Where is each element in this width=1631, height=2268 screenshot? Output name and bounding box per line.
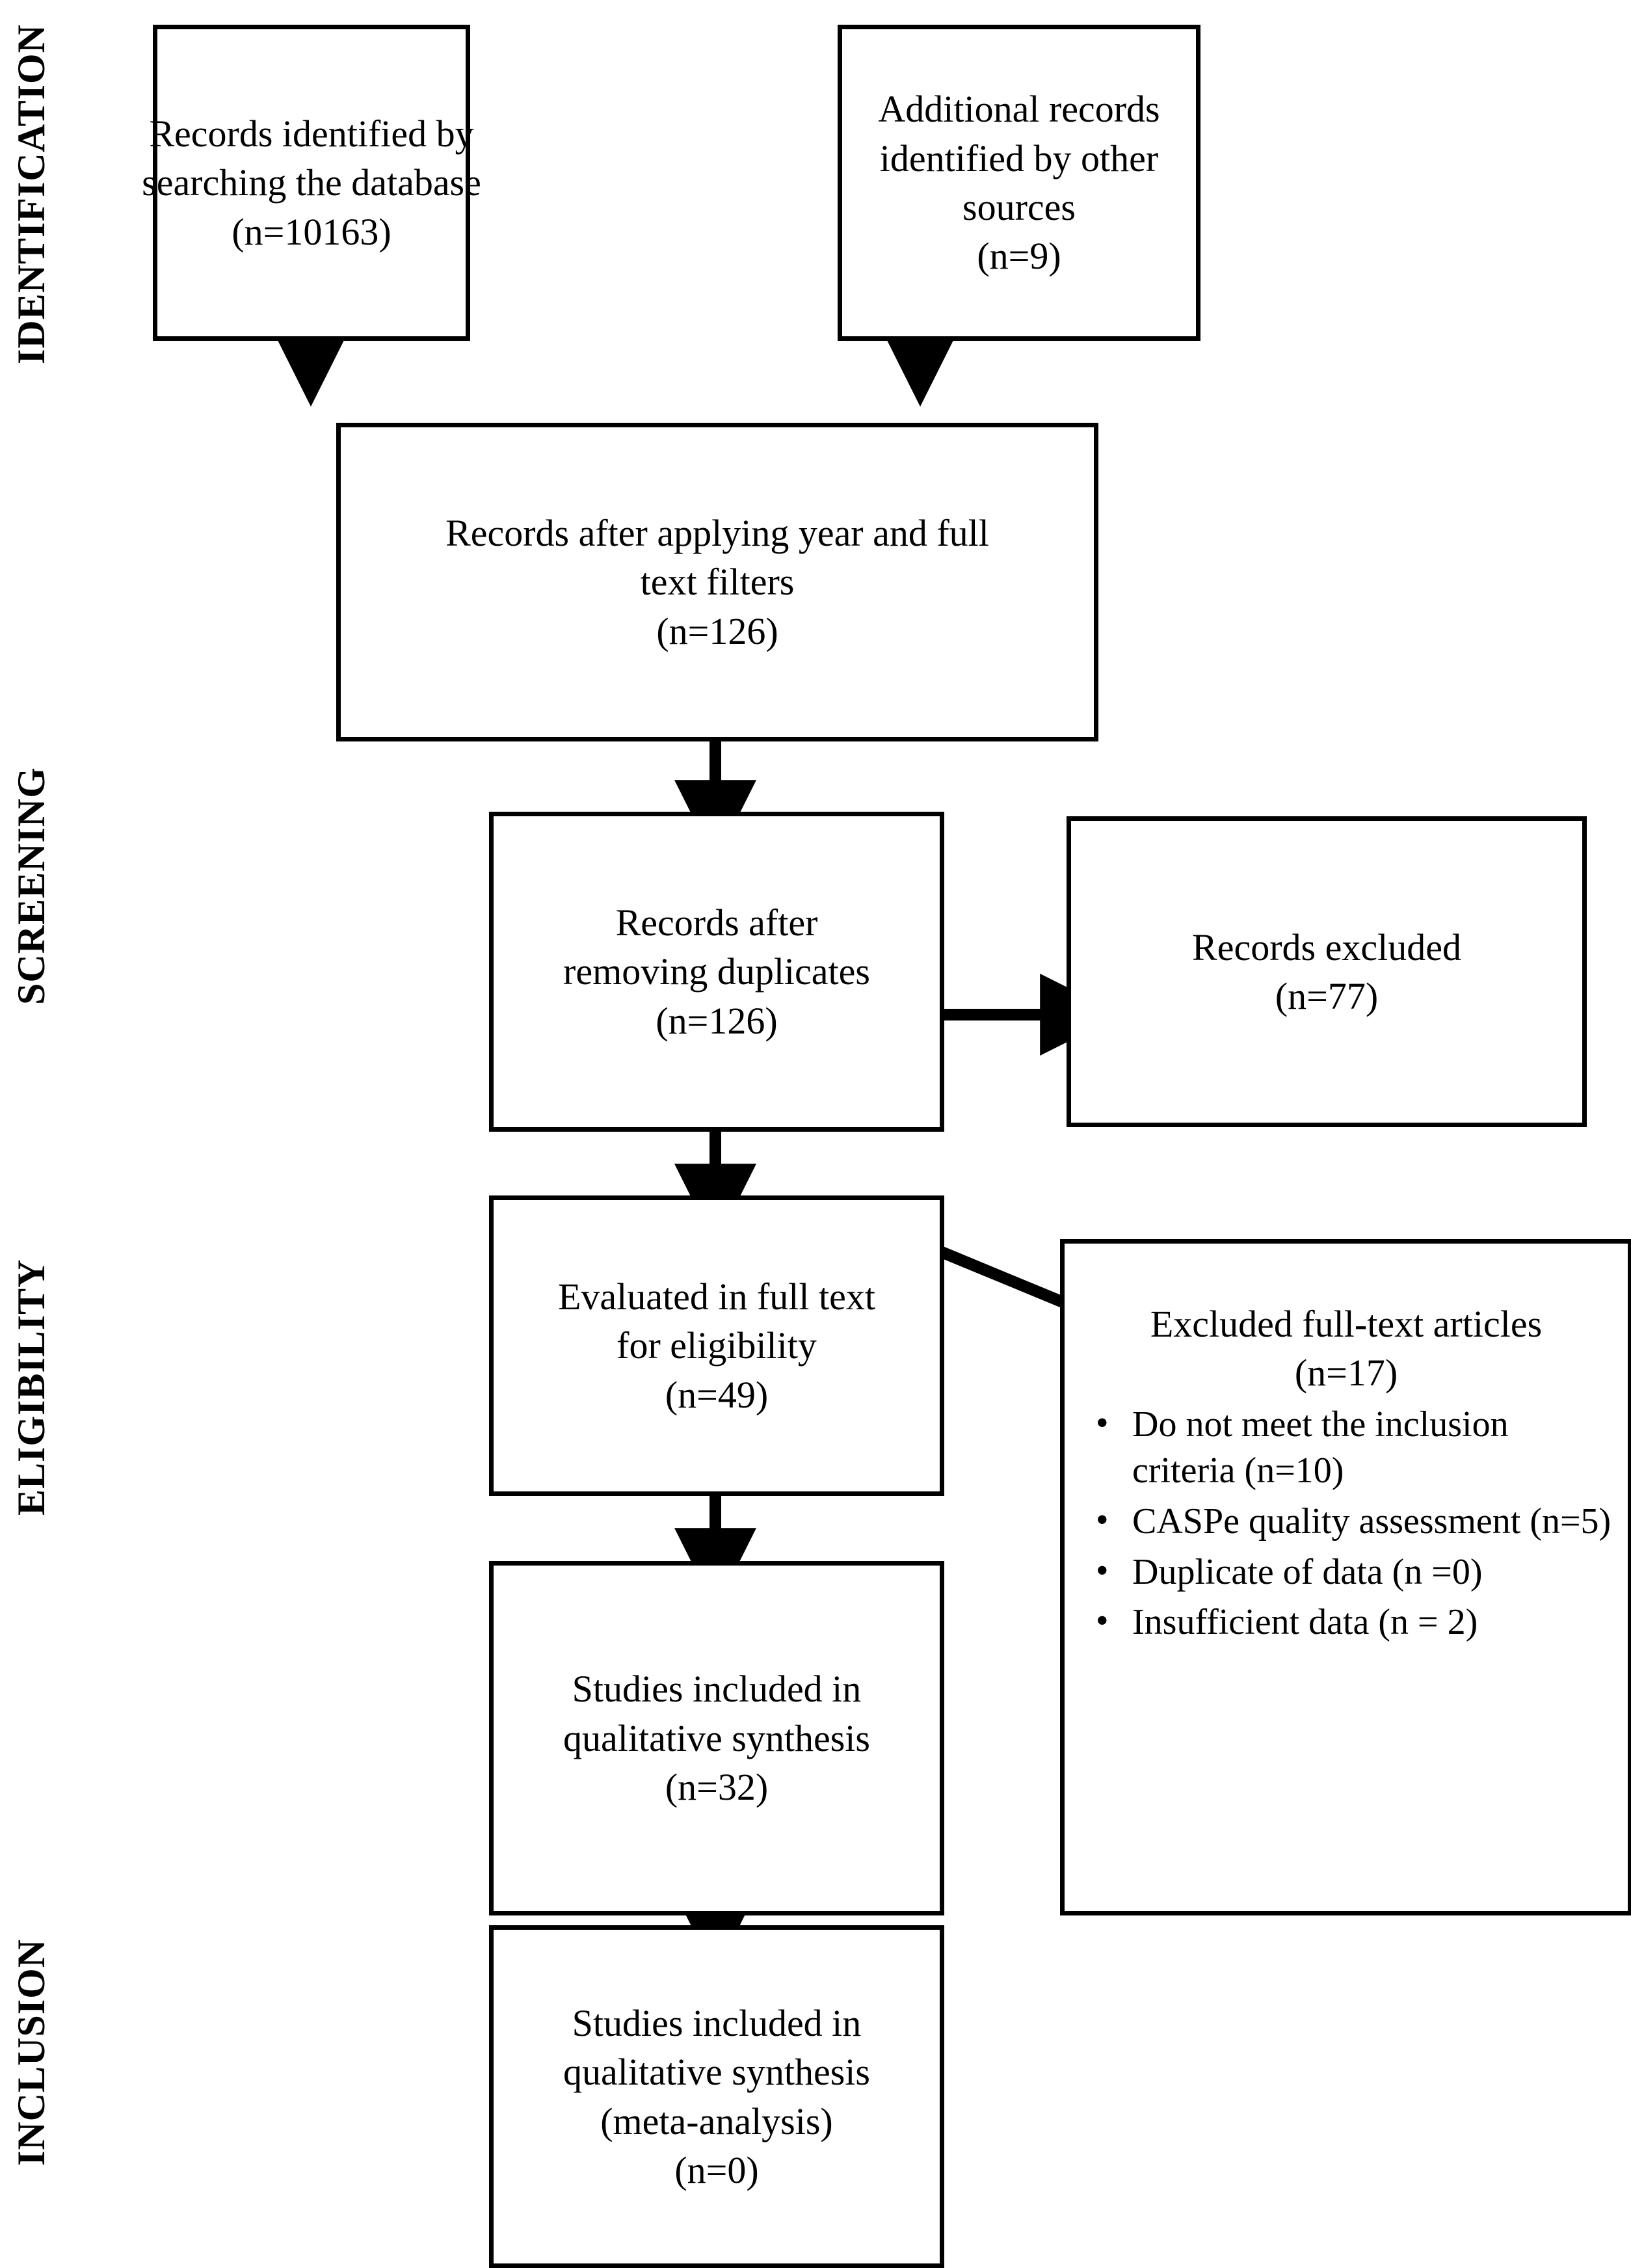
node-records-excluded: Records excluded (n=77) bbox=[1067, 816, 1587, 1127]
list-item-label: Insufficient data (n = 2) bbox=[1132, 1602, 1478, 1643]
bullet-icon: • bbox=[1096, 1601, 1109, 1642]
node-records-after-filters: Records after applying year and full tex… bbox=[336, 423, 1098, 741]
stage-label-inclusion: INCLUSION bbox=[10, 1938, 53, 2166]
node-count: (n=126) bbox=[656, 609, 778, 652]
node-count: (n=77) bbox=[1275, 975, 1379, 1017]
node-evaluated-full-text: Evaluated in full text for eligibility (… bbox=[489, 1195, 944, 1496]
node-meta-analysis: Studies included in qualitative synthesi… bbox=[489, 1925, 944, 2268]
node-line: identified by other bbox=[879, 137, 1159, 180]
node-qualitative-synthesis: Studies included in qualitative synthesi… bbox=[489, 1561, 944, 1915]
node-line: searching the database bbox=[142, 161, 481, 204]
list-item: • Do not meet the inclusion criteria (n=… bbox=[1091, 1402, 1616, 1495]
node-line: qualitative synthesis bbox=[563, 2051, 870, 2094]
node-line: Records excluded bbox=[1192, 926, 1461, 968]
excluded-title: Excluded full-text articles bbox=[1150, 1303, 1543, 1345]
stage-label-eligibility: ELIGIBILITY bbox=[10, 1259, 53, 1516]
node-excluded-full-text-articles: Excluded full-text articles (n=17) • Do … bbox=[1060, 1239, 1631, 1915]
stage-label-identification: IDENTIFICATION bbox=[10, 24, 53, 364]
list-item-label: Duplicate of data (n =0) bbox=[1132, 1551, 1483, 1592]
node-line: Records identified by bbox=[149, 112, 474, 155]
list-item-label: Do not meet the inclusion criteria (n=10… bbox=[1132, 1404, 1509, 1491]
node-line: sources bbox=[962, 186, 1076, 228]
node-line: text filters bbox=[640, 561, 795, 604]
node-count: (n=9) bbox=[977, 235, 1061, 278]
node-count: (n=126) bbox=[656, 999, 778, 1042]
stage-label-screening: SCREENING bbox=[10, 767, 53, 1005]
list-item-label: CASPe quality assessment (n=5) bbox=[1132, 1501, 1611, 1542]
list-item: • Insufficient data (n = 2) bbox=[1091, 1599, 1616, 1646]
node-count: (n=49) bbox=[665, 1373, 769, 1416]
node-count: (n=32) bbox=[665, 1766, 769, 1809]
node-line: Evaluated in full text bbox=[557, 1275, 875, 1318]
bullet-icon: • bbox=[1096, 1550, 1109, 1591]
excluded-reasons-list: • Do not meet the inclusion criteria (n=… bbox=[1065, 1398, 1628, 1646]
node-count: (n=10163) bbox=[232, 210, 391, 253]
node-line: Additional records bbox=[878, 88, 1160, 131]
bullet-icon: • bbox=[1096, 1402, 1109, 1443]
node-line: Records after applying year and full bbox=[445, 511, 989, 554]
node-records-after-duplicates: Records after removing duplicates (n=126… bbox=[489, 812, 944, 1132]
list-item: • CASPe quality assessment (n=5) bbox=[1091, 1499, 1616, 1545]
bullet-icon: • bbox=[1096, 1500, 1109, 1541]
node-line: (meta-analysis) bbox=[600, 2100, 833, 2142]
node-records-identified-database: Records identified by searching the data… bbox=[142, 25, 481, 341]
node-line: Studies included in bbox=[572, 1668, 862, 1711]
list-item: • Duplicate of data (n =0) bbox=[1091, 1549, 1616, 1596]
node-line: for eligibility bbox=[617, 1324, 817, 1367]
node-line: qualitative synthesis bbox=[563, 1716, 870, 1759]
node-additional-records-other-sources: Additional records identified by other s… bbox=[838, 25, 1200, 341]
node-count: (n=0) bbox=[674, 2148, 759, 2191]
excluded-count: (n=17) bbox=[1294, 1352, 1398, 1394]
node-line: Records after bbox=[615, 901, 818, 944]
node-line: removing duplicates bbox=[563, 950, 870, 993]
node-line: Studies included in bbox=[572, 2001, 862, 2044]
